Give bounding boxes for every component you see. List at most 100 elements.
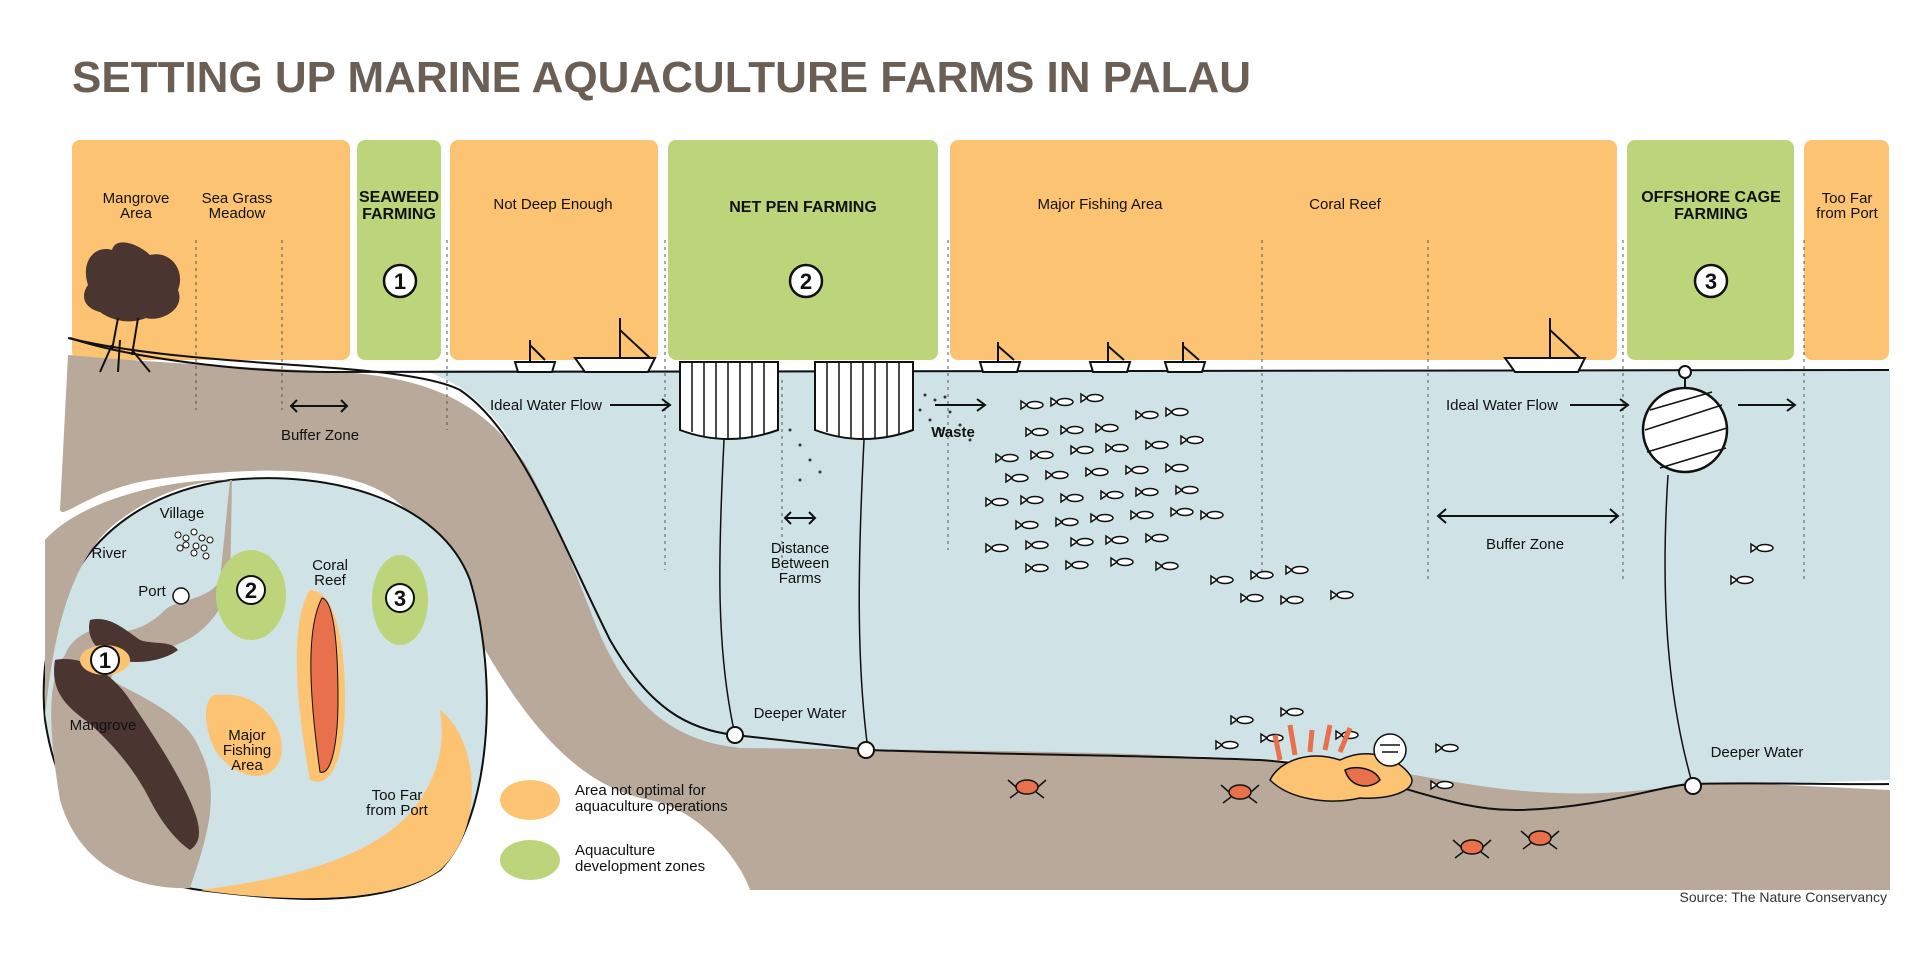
- fish-tail: [1110, 556, 1119, 568]
- fish-tail: [1165, 462, 1174, 474]
- label-buffer-zone-1: Buffer Zone: [281, 427, 359, 444]
- page-title: SETTING UP MARINE AQUACULTURE FARMS IN P…: [72, 53, 1251, 102]
- fish-icon: [1171, 407, 1189, 417]
- map-badge-2: 2: [236, 575, 266, 605]
- fish-tail: [1025, 426, 1034, 438]
- fish-icon: [1216, 575, 1234, 585]
- fish-icon: [1181, 485, 1199, 495]
- svg-text:2: 2: [800, 269, 812, 294]
- fish-tail: [1135, 409, 1144, 421]
- fish-icon: [1021, 520, 1039, 530]
- fish-icon: [1171, 463, 1189, 473]
- svg-text:2: 2: [245, 578, 257, 603]
- fish-icon: [1186, 435, 1204, 445]
- fish-tail: [1060, 424, 1069, 436]
- fish-icon: [1001, 453, 1019, 463]
- fish-tail: [1025, 539, 1034, 551]
- fish-icon: [1051, 470, 1069, 480]
- fish-tail: [1165, 406, 1174, 418]
- fish-icon: [1736, 575, 1754, 585]
- map-too-far-strip: [200, 710, 472, 899]
- fish-icon: [1141, 487, 1159, 497]
- boat-icon-2: [573, 318, 657, 373]
- fish-icon: [1151, 440, 1169, 450]
- label-deeper-water-2: Deeper Water: [1711, 744, 1804, 761]
- fish-tail: [1020, 399, 1029, 411]
- fish-icon: [1091, 467, 1109, 477]
- offshore-cage-icon: [1641, 365, 1729, 787]
- label-ideal-water-flow-1: Ideal Water Flow: [490, 397, 602, 414]
- label-deeper-water-1: Deeper Water: [754, 705, 847, 722]
- boat-icon-3: [978, 342, 1022, 373]
- village-dots: [174, 528, 214, 560]
- fish-icon: [1031, 563, 1049, 573]
- svg-text:3: 3: [1705, 269, 1717, 294]
- label-ideal-water-flow-2: Ideal Water Flow: [1446, 397, 1558, 414]
- buffer-zone-2-arrow: [1436, 508, 1620, 524]
- fish-tail: [1730, 574, 1739, 586]
- fish-tail: [1170, 506, 1179, 518]
- map-mangrove: [54, 659, 200, 850]
- fish-icon: [1161, 561, 1179, 571]
- fish-tail: [1135, 486, 1144, 498]
- fish-tail: [1025, 562, 1034, 574]
- fish-tail: [1105, 534, 1114, 546]
- fish-icon: [1031, 427, 1049, 437]
- fish-tail: [1045, 469, 1054, 481]
- fish-tail: [1280, 594, 1289, 606]
- fish-tail: [1210, 574, 1219, 586]
- fish-icon: [991, 543, 1009, 553]
- boat-icon-5: [1163, 342, 1207, 373]
- fish-tail: [1065, 559, 1074, 571]
- panel-too-far: [1804, 140, 1889, 360]
- fish-tail: [1145, 439, 1154, 451]
- fish-icon: [1221, 740, 1239, 750]
- water-surface: [69, 337, 1890, 374]
- sea-water: [420, 370, 1890, 794]
- fish-tail: [1105, 442, 1114, 454]
- fish-tail: [1030, 449, 1039, 461]
- net-pen-1-icon: [679, 361, 779, 736]
- label-net-pen-farming: NET PEN FARMING: [729, 199, 877, 216]
- fish-tail: [1330, 589, 1339, 601]
- map-label-port: Port: [138, 583, 166, 600]
- fish-tail: [1240, 592, 1249, 604]
- crab-icon-2: [1220, 784, 1260, 804]
- fish-tail: [985, 496, 994, 508]
- fish-tail: [1020, 494, 1029, 506]
- svg-text:1: 1: [99, 648, 111, 673]
- distance-arrow: [783, 511, 817, 525]
- fish-icon: [991, 497, 1009, 507]
- fish-icon: [1176, 507, 1194, 517]
- fish-tail: [1095, 422, 1104, 434]
- buffer-zone-1: [289, 399, 349, 413]
- map-fishing-area: [205, 694, 282, 777]
- flow-arrow-waste: [935, 398, 987, 412]
- fish-tail: [1130, 509, 1139, 521]
- panel-seaweed-farming: [357, 140, 441, 360]
- fish-tail: [1060, 492, 1069, 504]
- number-badge-3: 3: [1693, 263, 1729, 299]
- fish-icon: [1061, 517, 1079, 527]
- fish-tail: [1200, 509, 1209, 521]
- panel-net-pen-farming: [668, 140, 938, 360]
- flow-arrow-1: [610, 398, 672, 412]
- fish-icon: [1256, 570, 1274, 580]
- crab-icon-3: [1452, 839, 1492, 859]
- fish-tail: [1015, 519, 1024, 531]
- anchor-point-1: [726, 726, 744, 744]
- legend-swatch-not-optimal: [500, 780, 560, 820]
- map-badge-1: 1: [90, 645, 120, 675]
- svg-text:1: 1: [394, 269, 406, 294]
- fish-icon: [1071, 560, 1089, 570]
- fish-icon: [1056, 397, 1074, 407]
- fish-tail: [1125, 464, 1134, 476]
- fish-tail: [1145, 532, 1154, 544]
- fish-icon: [1286, 707, 1304, 717]
